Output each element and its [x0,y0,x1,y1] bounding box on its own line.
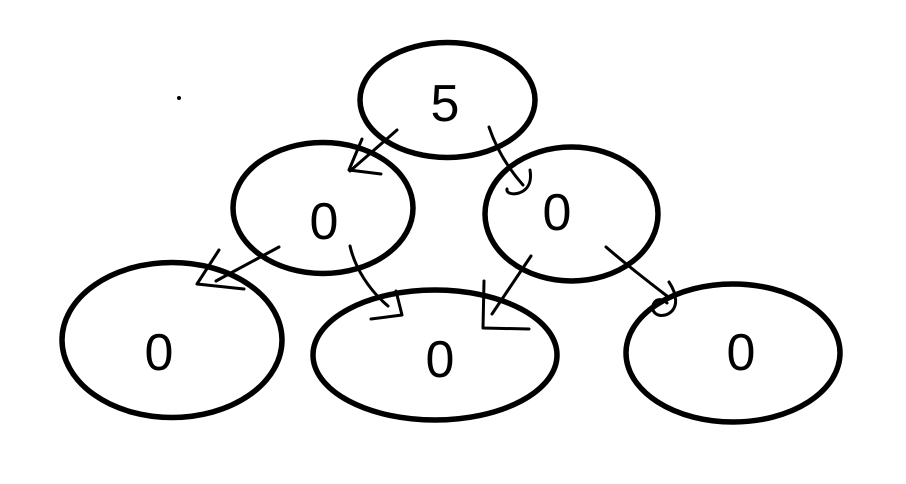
node-left-child-ellipse [230,139,416,277]
node-leaf-middle-label: 0 [426,331,455,389]
node-right-child-ellipse [482,144,661,284]
arrow-left-child-to-leaf-left [195,245,281,291]
node-right-child-label: 0 [543,184,572,242]
node-left-child-label: 0 [310,193,339,251]
arrow-shaft [487,125,525,187]
arrow-shaft [214,245,281,283]
node-root: 5 [357,39,538,161]
node-leaf-middle-ellipse [310,287,560,423]
arrow-shaft [348,128,399,173]
node-leaf-right: 0 [623,281,843,425]
arrowhead-icon [347,137,383,176]
arrow-right-child-to-leaf-middle [481,254,533,331]
node-leaf-left-ellipse [59,259,285,421]
arrowhead-icon [481,279,531,331]
node-right-child: 0 [482,144,661,284]
node-leaf-right-label: 0 [727,324,756,382]
node-root-ellipse [357,39,538,161]
arrow-root-to-left-child [347,128,399,176]
node-left-child: 0 [230,139,416,277]
stray-pen-mark [177,96,181,100]
node-root-label: 5 [431,75,460,133]
arrow-left-child-to-leaf-middle [348,244,404,321]
arrowhead-icon [651,280,678,318]
arrowhead-icon [369,289,404,321]
arrow-root-to-right-child [487,125,532,196]
node-leaf-left-label: 0 [145,324,174,382]
arrowhead-icon [505,168,532,196]
node-leaf-left: 0 [59,259,285,421]
arrow-shaft [348,244,390,308]
arrow-right-child-to-leaf-right [604,245,678,318]
arrow-shaft [604,245,669,298]
node-leaf-middle: 0 [310,287,560,423]
node-leaf-right-ellipse [623,281,843,425]
arrow-shaft [490,254,533,316]
arrowhead-icon [195,248,246,291]
